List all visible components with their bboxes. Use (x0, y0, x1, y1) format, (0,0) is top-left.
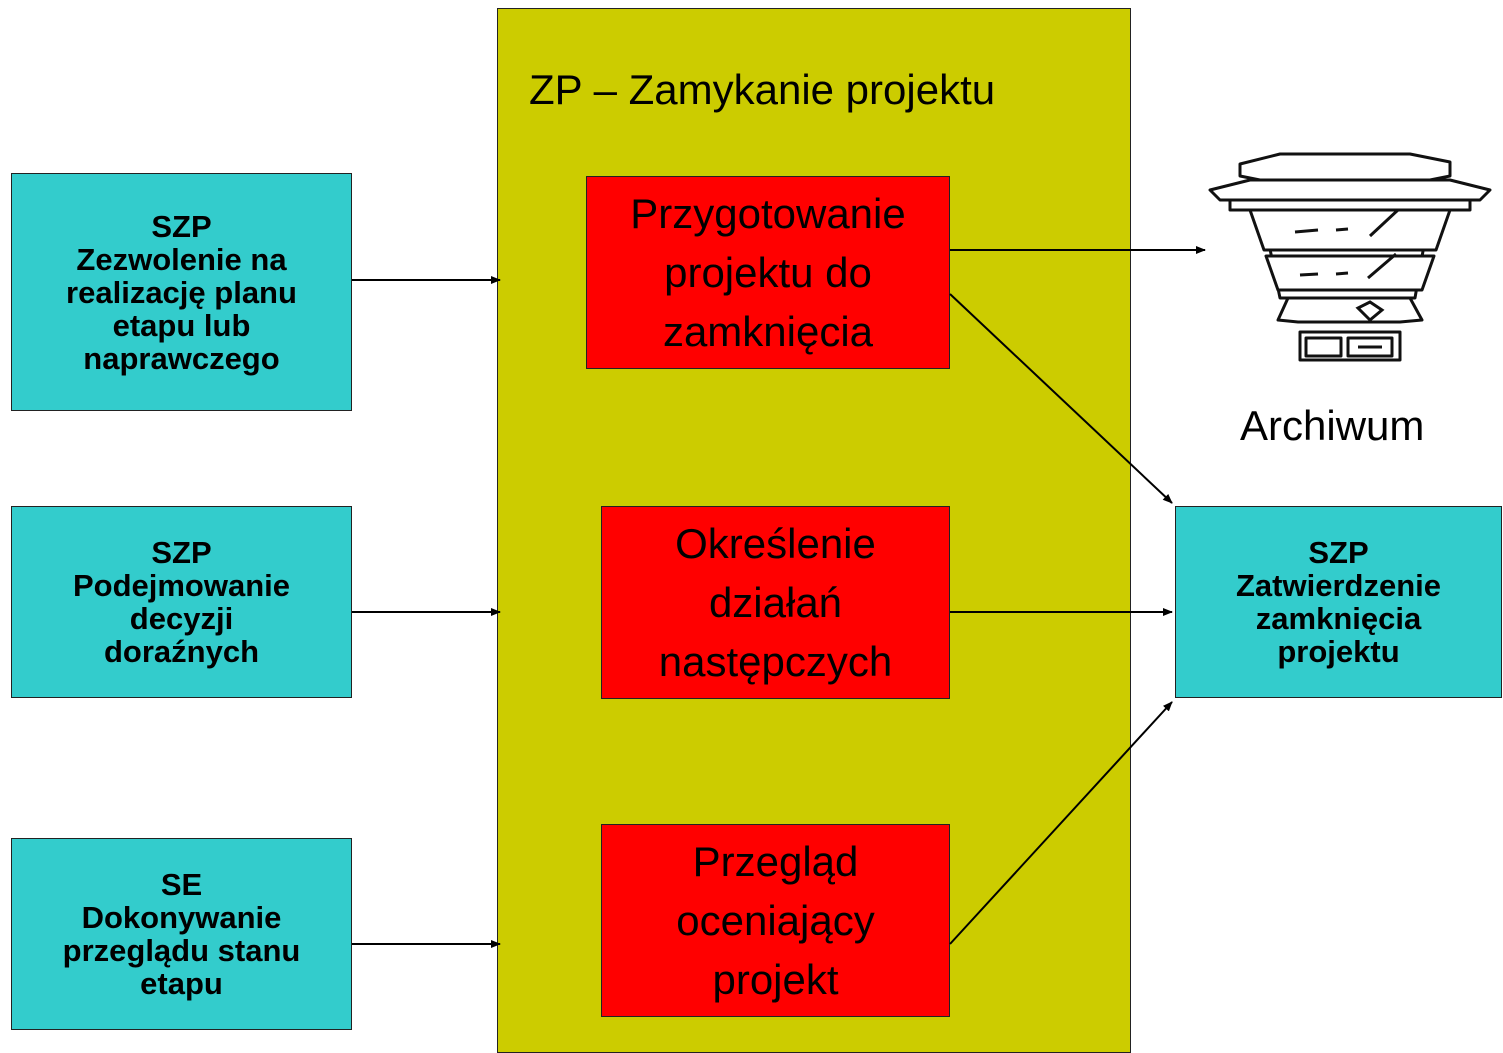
process-line: projekt (712, 956, 839, 1003)
arrow-review-to-output (949, 701, 1173, 945)
input-line: naprawczego (83, 340, 280, 376)
output-line: zamknięcia (1255, 601, 1422, 636)
input-line: etapu (140, 966, 223, 1001)
process-line: działań (708, 579, 843, 626)
process-line: Określenie (675, 520, 876, 567)
process-line: projektu do (664, 249, 872, 296)
process-box-prepare-closure: Przygotowanie projektu do zamknięcia (586, 176, 950, 369)
input-box-authorize-plan: SZP Zezwolenie na realizację planu etapu… (11, 173, 352, 411)
input-line: Dokonywanie (81, 900, 282, 935)
process-box-follow-on-actions: Określenie działań następczych (601, 506, 950, 699)
input-code: SZP (151, 535, 212, 570)
input-line: decyzji (129, 601, 234, 636)
process-line: oceniający (676, 897, 875, 944)
input-line: realizację planu (66, 274, 297, 310)
input-line: Zezwolenie na (76, 241, 287, 277)
diagram-title: ZP – Zamykanie projektu (529, 66, 996, 113)
input-box-stage-review: SE Dokonywanie przeglądu stanu etapu (11, 838, 352, 1030)
process-line: zamknięcia (662, 308, 874, 355)
archive-cabinet-icon (1208, 152, 1492, 362)
output-box-confirm-closure: SZP Zatwierdzenie zamknięcia projektu (1175, 506, 1502, 698)
input-line: Podejmowanie (72, 568, 291, 603)
archive-label: Archiwum (1240, 402, 1425, 449)
input-code: SE (160, 867, 203, 902)
arrow-prepare-to-output (949, 293, 1173, 504)
process-line: Przegląd (692, 838, 859, 885)
process-line: Przygotowanie (630, 190, 906, 237)
input-line: etapu lub (112, 307, 251, 343)
output-line: projektu (1277, 634, 1400, 669)
process-line: następczych (658, 638, 893, 685)
process-box-evaluation-review: Przegląd oceniający projekt (601, 824, 950, 1017)
input-line: przeglądu stanu (62, 933, 301, 968)
input-code: SZP (151, 208, 212, 244)
output-line: Zatwierdzenie (1236, 568, 1441, 603)
input-box-ad-hoc-decisions: SZP Podejmowanie decyzji doraźnych (11, 506, 352, 698)
input-line: doraźnych (103, 634, 260, 669)
output-code: SZP (1308, 535, 1369, 570)
